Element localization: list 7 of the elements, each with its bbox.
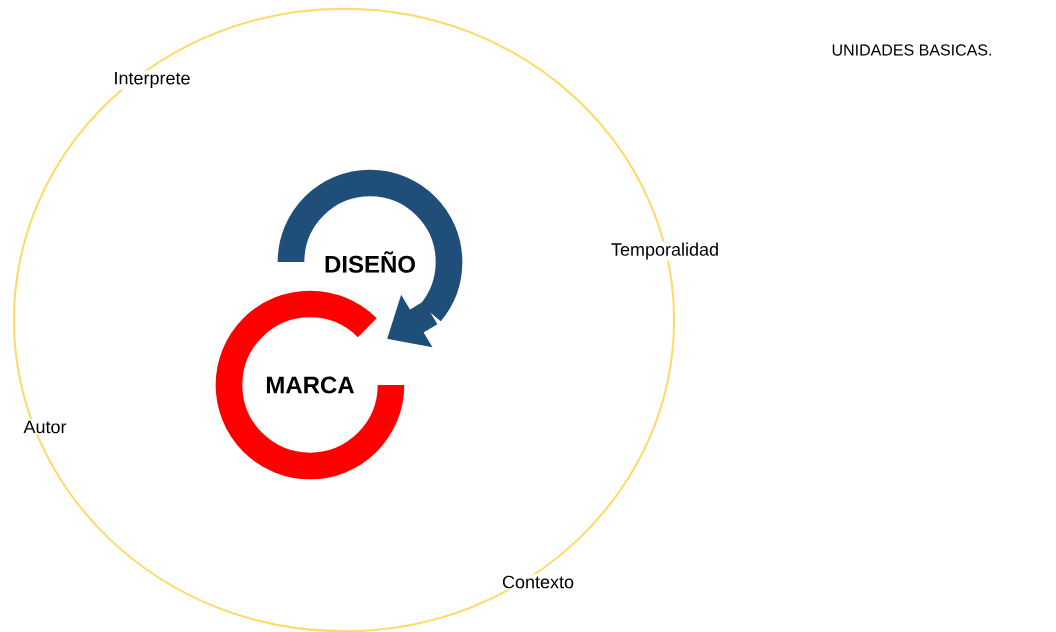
title: UNIDADES BASICAS. [832, 44, 991, 56]
curved-arrow-body: DISEÑO [277, 169, 463, 322]
ring-segment: MARCA [215, 290, 405, 480]
text-label: Autor [22, 419, 68, 435]
text-label: Temporalidad [609, 241, 721, 261]
text-label: Contexto [500, 574, 576, 590]
text-label: Interprete [112, 70, 192, 90]
